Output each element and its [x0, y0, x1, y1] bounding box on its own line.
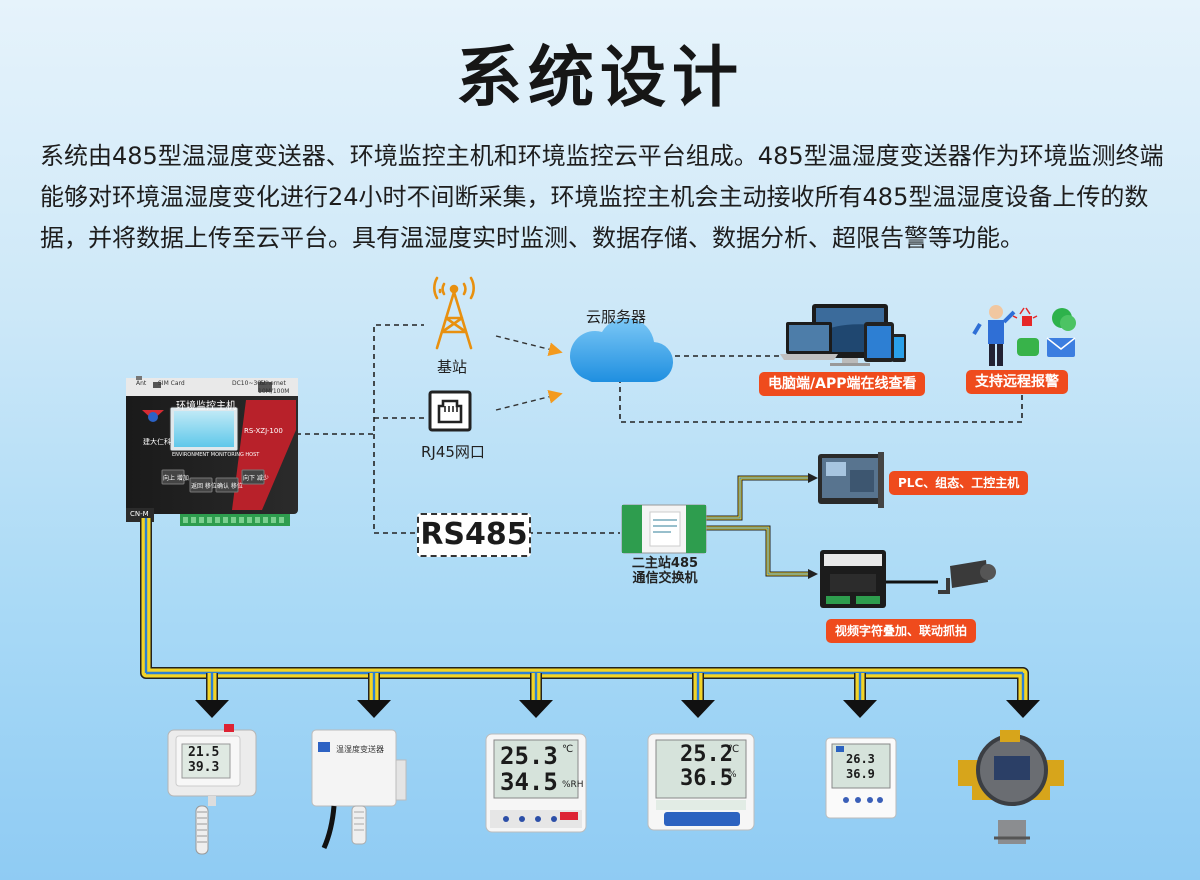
base-station-label: 基站 [437, 358, 468, 376]
sensor-lcd-small [825, 737, 897, 819]
tag-remote-alarm: 支持远程报警 [966, 370, 1068, 394]
host-subtitle: ENVIRONMENT MONITORING HOST [172, 452, 260, 458]
plc-panel-device [818, 452, 884, 508]
rs485-label: RS485 [417, 513, 531, 557]
sensor4-temp: 25.2 [680, 742, 733, 767]
sensor5-humidity: 36.9 [846, 767, 875, 781]
host-button-ok: 确认 移位 [217, 483, 243, 490]
uplink-arrows [495, 335, 563, 411]
cloud-label: 云服务器 [586, 308, 647, 326]
sensor1-temp: 21.5 [188, 745, 220, 760]
host-name: 环境监控主机 [176, 401, 236, 412]
host-label-speed: 10M/100M [258, 388, 290, 395]
video-overlay-device [820, 550, 938, 608]
sensor4-humidity-unit: % [728, 770, 737, 780]
sensor-duct [311, 729, 407, 850]
sensor-lcd-large [485, 733, 587, 833]
host-label-sim: SIM Card [158, 380, 185, 387]
sensor1-humidity: 39.3 [188, 760, 220, 775]
host-label-ant: Ant [136, 380, 147, 387]
page-title: 系统设计 [456, 39, 744, 116]
sensor-wall-mount [167, 724, 257, 855]
camera-icon [938, 560, 996, 594]
cloud-icon [570, 317, 674, 383]
rj45-label: RJ45网口 [421, 443, 485, 461]
host-brand: 建大仁科 [143, 438, 171, 446]
sensor-lcd-calendar [647, 733, 755, 831]
host-bottom-label: CN-M [130, 510, 149, 518]
sensor2-label: 温湿度变送器 [336, 745, 384, 754]
sensor5-temp: 26.3 [846, 752, 875, 766]
rj45-icon [428, 390, 472, 432]
host-button-back: 返回 移位 [191, 483, 217, 490]
host-label-ethernet: Ethernet [260, 380, 286, 387]
sensor4-temp-unit: ℃ [728, 744, 740, 755]
sensor3-humidity: 34.5 [500, 768, 558, 796]
pc-app-devices [780, 304, 906, 366]
system-description: 系统由485型温湿度变送器、环境监控主机和环境监控云平台组成。485型温湿度变送… [40, 142, 1164, 252]
base-station-icon [433, 276, 475, 350]
rs485-switch-device [621, 504, 707, 554]
tag-pc-app: 电脑端/APP端在线查看 [759, 372, 926, 396]
host-model: RS-XZJ-100 [244, 427, 283, 435]
dashed-links [296, 324, 1023, 534]
host-button-down: 向下 减少 [243, 475, 269, 482]
tag-plc: PLC、组态、工控主机 [889, 471, 1029, 495]
sensor3-temp-unit: ℃ [562, 744, 574, 755]
sensor4-humidity: 36.5 [680, 766, 733, 791]
sensor-explosion-proof [958, 730, 1064, 844]
alarm-devices [972, 305, 1076, 366]
environment-monitoring-host [126, 376, 298, 526]
tag-video-overlay: 视频字符叠加、联动抓拍 [826, 619, 977, 643]
switch-label: 二主站485 通信交换机 [631, 556, 699, 586]
rs485-bus-cable [140, 518, 1029, 700]
sensor-arrows [195, 700, 1040, 718]
sensor3-humidity-unit: %RH [562, 780, 584, 790]
host-label-power: DC10~30V [232, 380, 266, 387]
sensor3-temp: 25.3 [500, 742, 558, 770]
switch-output-cables [706, 475, 808, 577]
host-button-up: 向上 增加 [163, 475, 189, 482]
